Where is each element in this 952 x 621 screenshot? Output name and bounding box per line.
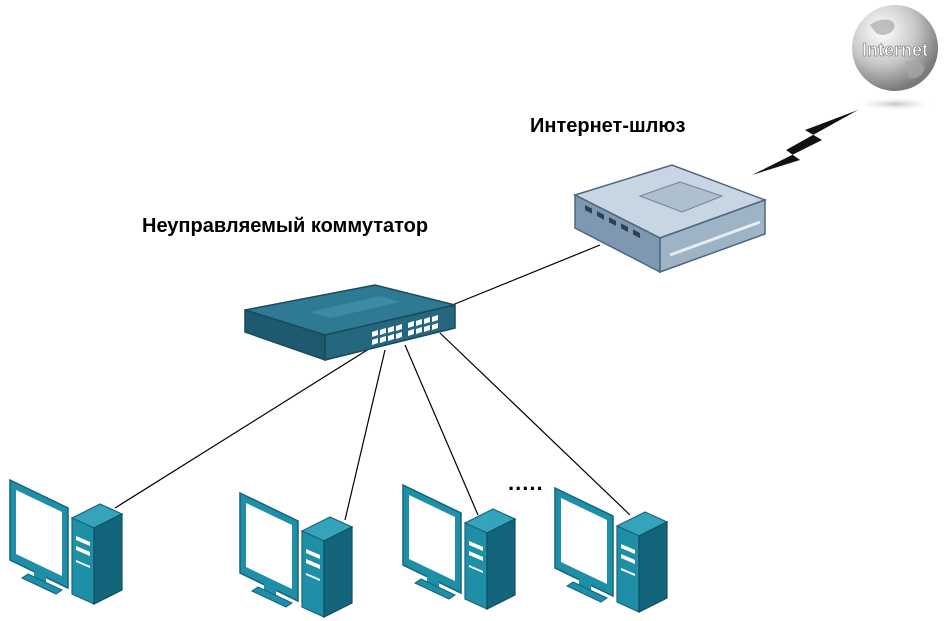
computer-2	[239, 491, 354, 618]
link-switch-computer-3	[404, 344, 479, 516]
internet-label: Internet	[862, 40, 928, 60]
switch-label: Неуправляемый коммутатор	[142, 215, 429, 237]
monitor	[9, 478, 69, 595]
link-switch-computer-1	[114, 346, 373, 509]
lightning-bolt-icon	[752, 110, 858, 175]
tower	[70, 503, 124, 605]
router-icon	[573, 164, 768, 274]
computer-3	[402, 483, 517, 610]
tower	[615, 511, 669, 613]
gateway-label: Интернет-шлюз	[530, 115, 686, 137]
computer-1	[9, 478, 124, 605]
computer-4	[554, 486, 669, 613]
monitor	[402, 483, 462, 600]
internet-globe-icon: Internet	[852, 5, 938, 111]
link-switch-computer-4	[439, 332, 631, 516]
monitor	[554, 486, 614, 603]
tower	[300, 516, 354, 618]
link-switch-computer-2	[344, 349, 386, 521]
tower	[463, 508, 517, 610]
network-switch-icon	[244, 284, 456, 362]
connection-lines	[114, 244, 631, 521]
monitor	[239, 491, 299, 608]
switch-ports	[372, 315, 438, 345]
link-switch-gateway	[439, 244, 601, 311]
more-computers-ellipsis: .....	[508, 470, 544, 495]
